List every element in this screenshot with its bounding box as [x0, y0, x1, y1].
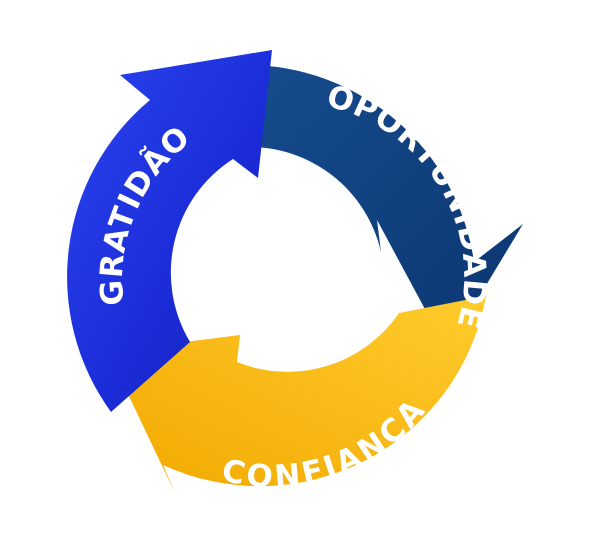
arrow-confianca — [108, 296, 486, 493]
arrow-gratidao — [67, 50, 272, 412]
arrow-oportunidade — [245, 64, 523, 351]
